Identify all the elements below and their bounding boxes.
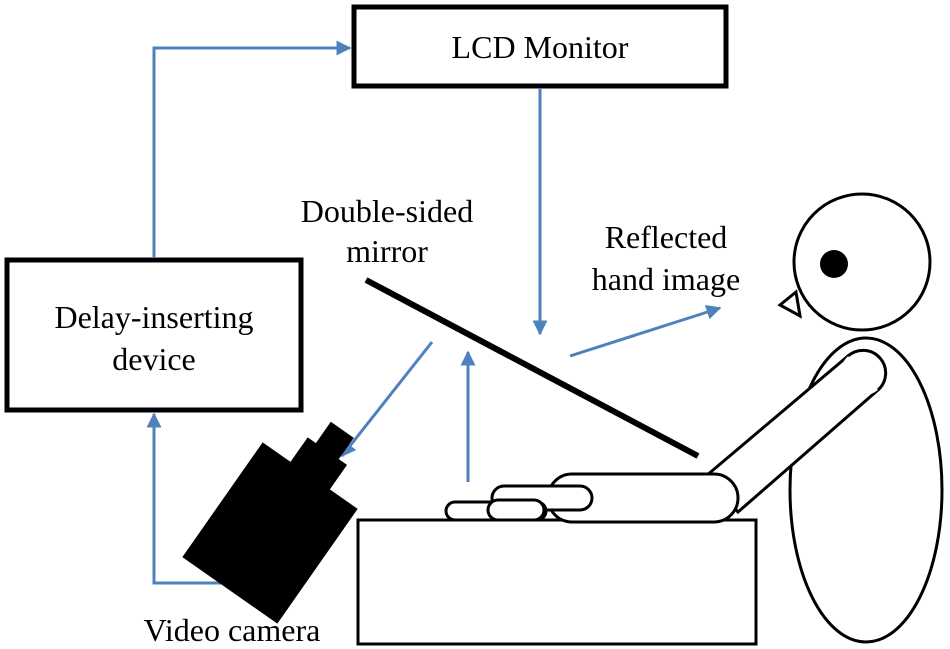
- finger-middle: [486, 498, 546, 522]
- double-sided-mirror: [364, 277, 700, 459]
- reflected-label-line2: hand image: [592, 261, 740, 297]
- lcd-monitor-label: LCD Monitor: [452, 29, 629, 65]
- person-hand: [444, 472, 740, 524]
- arrow-camera-to-delay: [146, 412, 228, 585]
- person-beak: [777, 289, 802, 319]
- arrow-delay-to-monitor: [152, 40, 352, 258]
- person-head: [777, 192, 932, 332]
- delay-device-label-line2: device: [112, 341, 196, 377]
- mirror-label-line2: mirror: [346, 233, 428, 269]
- reflected-label-line1: Reflected: [605, 219, 728, 255]
- delay-inserting-device-box: Delay-inserting device: [4, 257, 304, 413]
- delay-device-label-line1: Delay-inserting: [54, 299, 253, 335]
- video-camera-icon: [182, 421, 358, 624]
- mirror-label-line1: Double-sided: [301, 193, 473, 229]
- video-camera-label: Video camera: [144, 612, 321, 648]
- person-eye: [820, 250, 848, 278]
- arrow-reflected-image: [569, 304, 722, 358]
- table: [356, 518, 758, 646]
- arrow-mirror-to-camera: [340, 341, 434, 458]
- lcd-monitor-box: LCD Monitor: [351, 4, 729, 89]
